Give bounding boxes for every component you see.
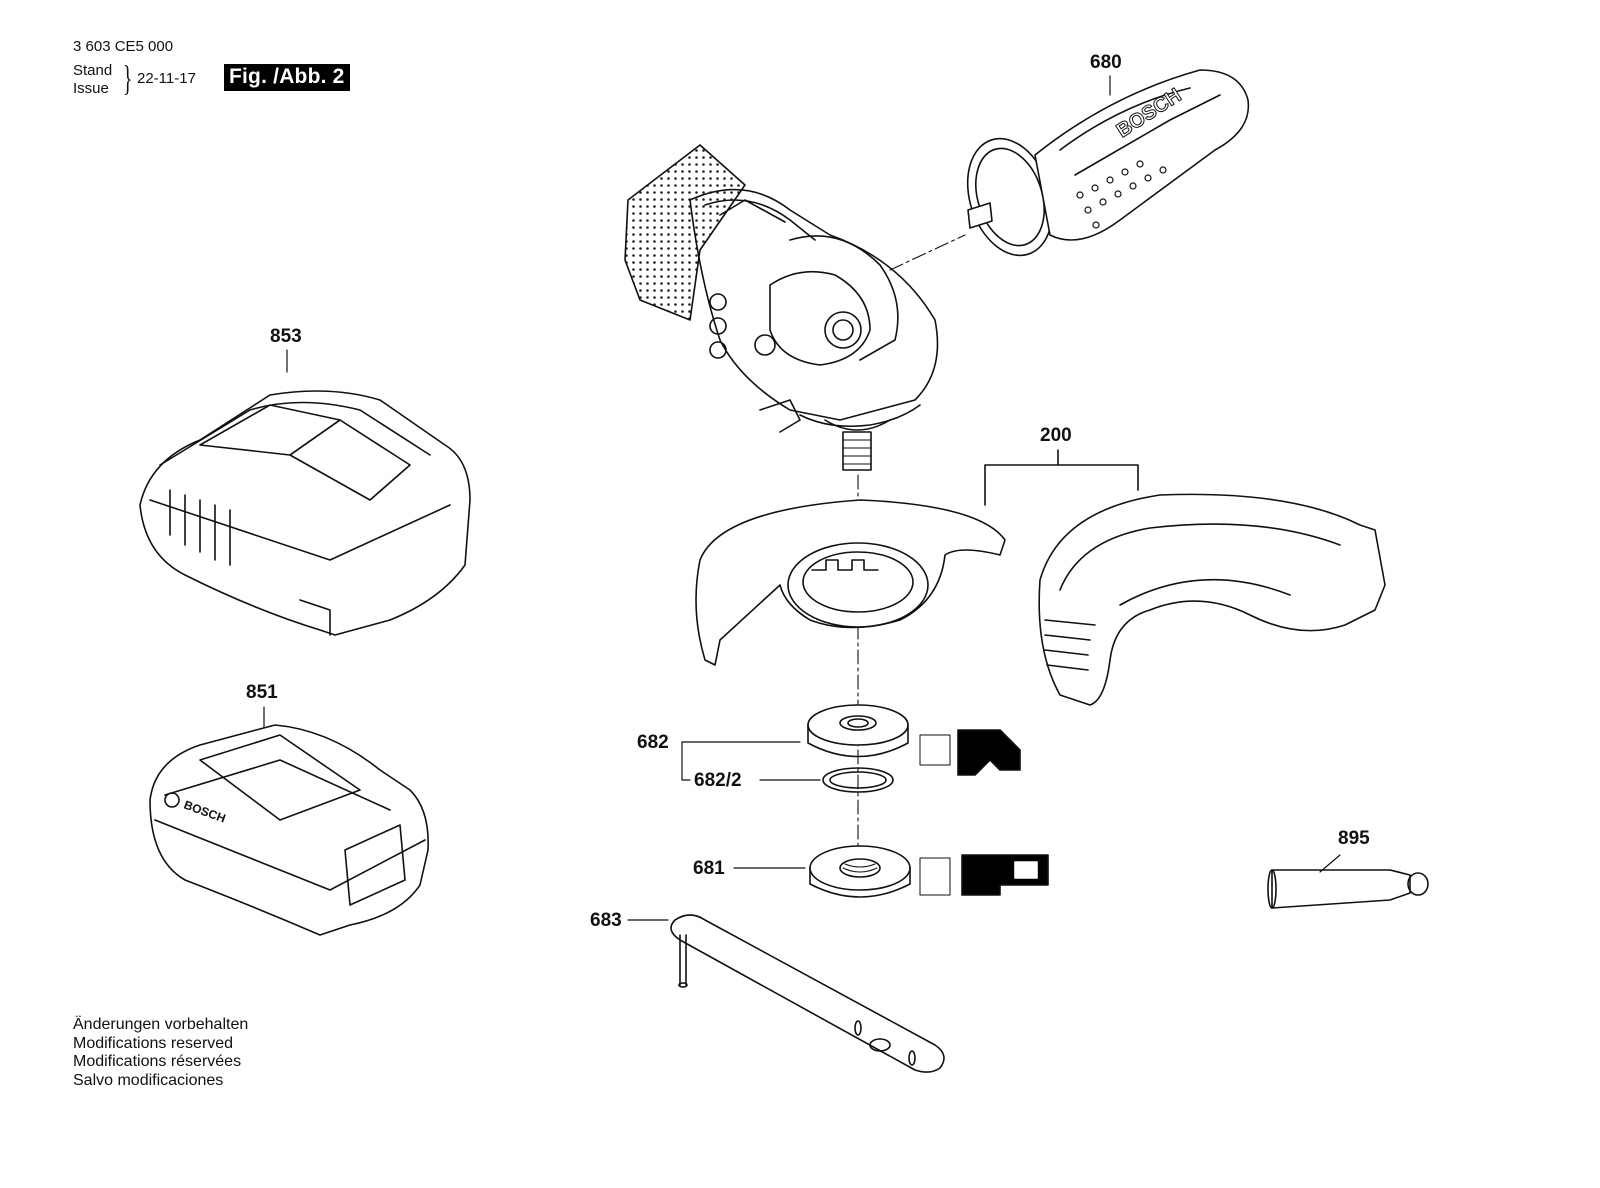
label-bracket-200 <box>985 450 1138 505</box>
brace-symbol: } <box>122 58 133 98</box>
note-fr: Modifications réservées <box>73 1053 242 1070</box>
grease-tube-895 <box>1268 870 1428 908</box>
part-label-682: 682 <box>637 732 669 753</box>
nut-681 <box>810 846 1048 897</box>
flange-682 <box>808 705 1020 792</box>
leader-lines <box>264 76 1340 920</box>
side-handle <box>953 70 1248 266</box>
part-label-683: 683 <box>590 910 622 931</box>
note-en: Modifications reserved <box>73 1034 234 1052</box>
part-label-895: 895 <box>1338 828 1370 849</box>
part-label-680: 680 <box>1090 52 1122 73</box>
note-es: Salvo modificaciones <box>73 1071 224 1089</box>
modification-notes: Änderungen vorbehalten Modifications res… <box>73 1016 248 1090</box>
guard-left <box>696 500 1005 665</box>
part-label-681: 681 <box>693 858 725 879</box>
part-label-851: 851 <box>246 682 278 703</box>
doc-number: 3 603 CE5 000 <box>73 38 174 55</box>
battery-851 <box>150 725 428 935</box>
figure-tag: Fig. /Abb. 2 <box>224 64 350 91</box>
part-label-853: 853 <box>270 326 302 347</box>
spanner-683 <box>671 915 944 1072</box>
guard-right <box>1039 494 1385 705</box>
stand-label: Stand <box>73 62 113 79</box>
charger-853 <box>140 391 470 635</box>
grinder-head <box>625 145 938 470</box>
issue-label: Issue <box>73 80 109 97</box>
issue-date: 22-11-17 <box>137 70 196 87</box>
part-label-682-2: 682/2 <box>694 770 742 791</box>
part-label-200: 200 <box>1040 425 1072 446</box>
note-de: Änderungen vorbehalten <box>73 1016 249 1033</box>
